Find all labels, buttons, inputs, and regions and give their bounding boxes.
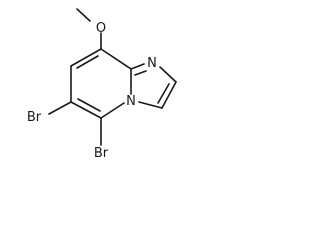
bond-n4-c5 (100, 102, 125, 119)
bond-c3-n4 (138, 101, 163, 109)
bridgehead-nitrogen-label: N (126, 94, 136, 109)
bromine-5-label: Br (94, 146, 109, 161)
bond-c6-br (48, 101, 72, 115)
bond-n1-c2 (159, 66, 177, 83)
oxygen-label: O (96, 21, 106, 36)
imine-nitrogen-label: N (147, 56, 157, 71)
bond-c2-c3 (161, 81, 177, 109)
bromine-6-label: Br (27, 110, 42, 125)
bond-c7-c8 (70, 48, 102, 67)
chemical-structure: O N N Br Br (27, 8, 177, 161)
double-bond-c5-c6 (77, 98, 101, 112)
bond-c5-c6 (70, 101, 102, 119)
double-bond-c2-c3 (157, 83, 170, 104)
double-bond-c8a-n1 (134, 70, 147, 76)
atom-labels: O N N Br Br (27, 21, 157, 161)
bond-c8-c8a (100, 48, 132, 70)
bond-c8a-n1 (130, 63, 145, 70)
double-bond-c8-c7 (76, 55, 99, 69)
bonds (48, 8, 177, 146)
bond-methyl-o (76, 8, 91, 22)
